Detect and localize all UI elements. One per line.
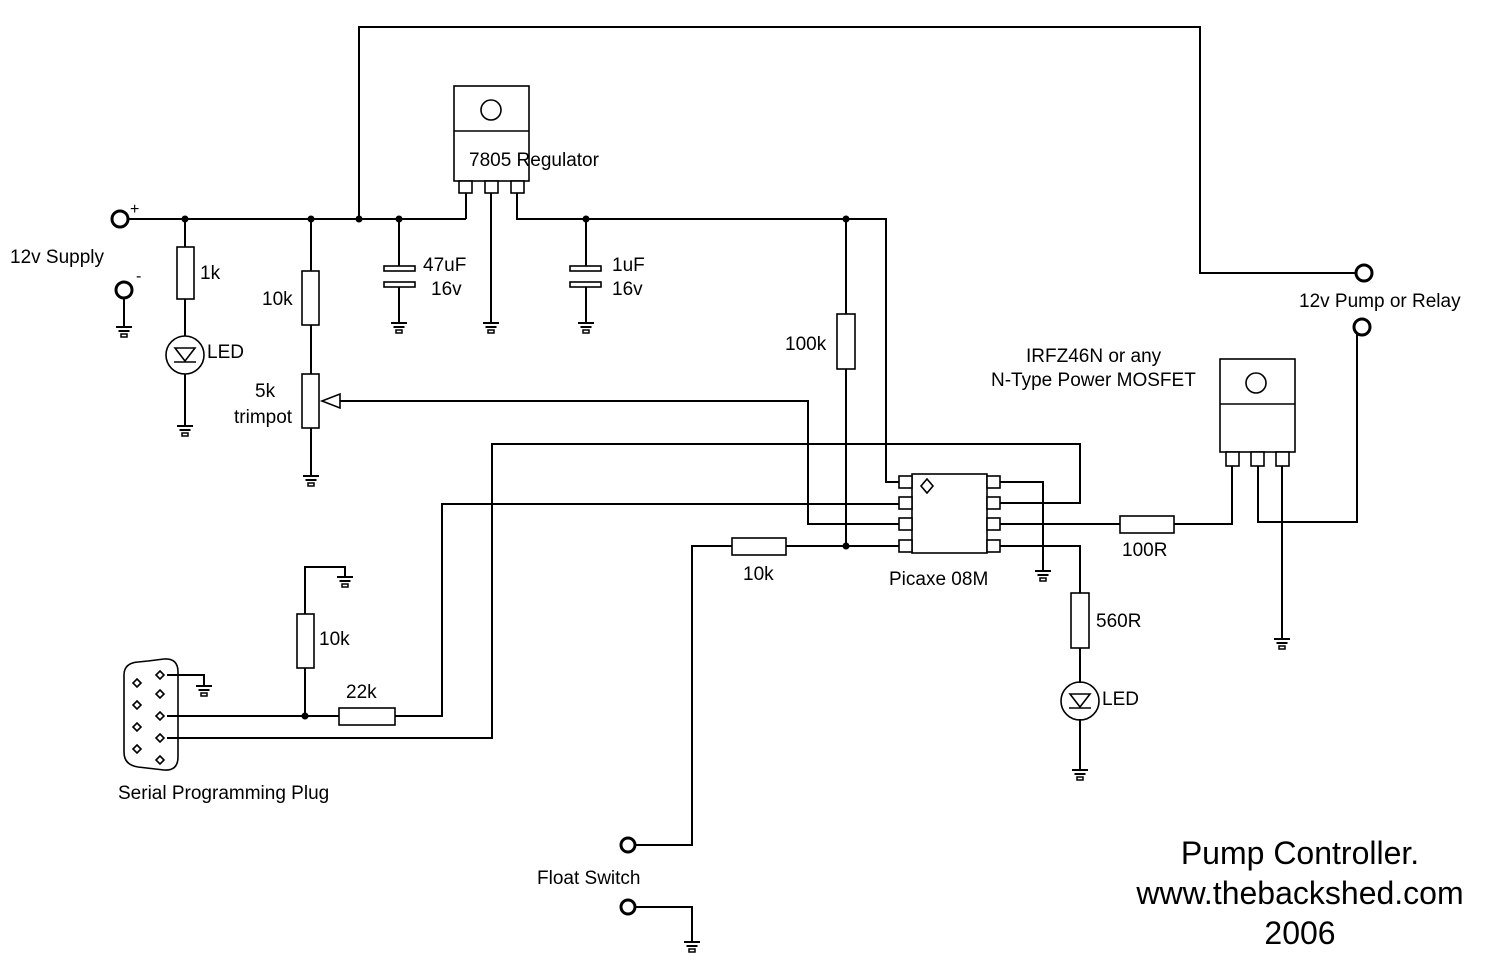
serial-db9-connector bbox=[123, 658, 179, 771]
resistor-560r bbox=[1070, 592, 1090, 649]
resistor-560r-label: 560R bbox=[1096, 611, 1141, 632]
cap1-value-label: 1uF bbox=[612, 255, 645, 276]
capacitors bbox=[383, 265, 602, 288]
footer-year: 2006 bbox=[1264, 915, 1335, 951]
resistor-10k-float bbox=[731, 537, 787, 556]
mosfet-irfz46n bbox=[1219, 358, 1296, 467]
trimpot-wiper-arrow bbox=[319, 392, 341, 410]
resistor-1k-label: 1k bbox=[200, 263, 221, 284]
trimpot-name-label: trimpot bbox=[234, 407, 293, 428]
regulator-7805 bbox=[453, 85, 530, 194]
led-status-label: LED bbox=[1102, 689, 1139, 710]
resistor-22k-label: 22k bbox=[346, 682, 377, 703]
resistor-100k-label: 100k bbox=[785, 334, 827, 355]
picaxe-08m-chip bbox=[898, 473, 1001, 554]
supply-plus-terminal bbox=[110, 209, 130, 229]
trimpot-5k bbox=[301, 373, 320, 429]
pump-terminal-top bbox=[1354, 263, 1374, 283]
trimpot-value-label: 5k bbox=[255, 381, 276, 402]
supply-minus-terminal bbox=[114, 280, 134, 300]
cap47-voltage-label: 16v bbox=[431, 279, 462, 300]
resistor-10k-top bbox=[301, 270, 320, 326]
junction-dots bbox=[181, 215, 850, 720]
minus-label: - bbox=[136, 268, 141, 285]
resistor-10k-serial bbox=[296, 613, 315, 669]
supply-label: 12v Supply bbox=[10, 247, 105, 268]
ground-symbols bbox=[115, 322, 1291, 953]
resistors bbox=[176, 246, 1175, 726]
resistor-100r bbox=[1119, 515, 1175, 534]
float-switch-label: Float Switch bbox=[537, 868, 640, 889]
pump-terminal-bottom bbox=[1352, 317, 1372, 337]
resistor-10k-float-label: 10k bbox=[743, 564, 774, 585]
plus-label: + bbox=[130, 201, 139, 218]
cap47-value-label: 47uF bbox=[423, 255, 466, 276]
float-switch-terminal-bottom bbox=[619, 898, 637, 916]
resistor-22k bbox=[338, 707, 396, 726]
resistor-10k-serial-label: 10k bbox=[319, 629, 350, 650]
led-power bbox=[165, 335, 205, 375]
regulator-label: 7805 Regulator bbox=[469, 150, 600, 171]
mosfet-label-line1: IRFZ46N or any bbox=[1026, 346, 1162, 367]
serial-plug-label: Serial Programming Plug bbox=[118, 783, 329, 804]
picaxe-label: Picaxe 08M bbox=[889, 569, 988, 590]
led-power-label: LED bbox=[207, 342, 244, 363]
pump-label: 12v Pump or Relay bbox=[1299, 291, 1461, 312]
mosfet-label-line2: N-Type Power MOSFET bbox=[991, 370, 1196, 391]
resistor-1k bbox=[176, 246, 195, 300]
led-status bbox=[1060, 681, 1100, 721]
resistor-100r-label: 100R bbox=[1122, 540, 1167, 561]
float-switch-terminal-top bbox=[619, 836, 637, 854]
footer-title: Pump Controller. bbox=[1181, 835, 1419, 871]
resistor-10k-top-label: 10k bbox=[262, 289, 293, 310]
resistor-100k bbox=[836, 313, 856, 370]
footer-website: www.thebackshed.com bbox=[1135, 875, 1463, 911]
cap1-voltage-label: 16v bbox=[612, 279, 643, 300]
